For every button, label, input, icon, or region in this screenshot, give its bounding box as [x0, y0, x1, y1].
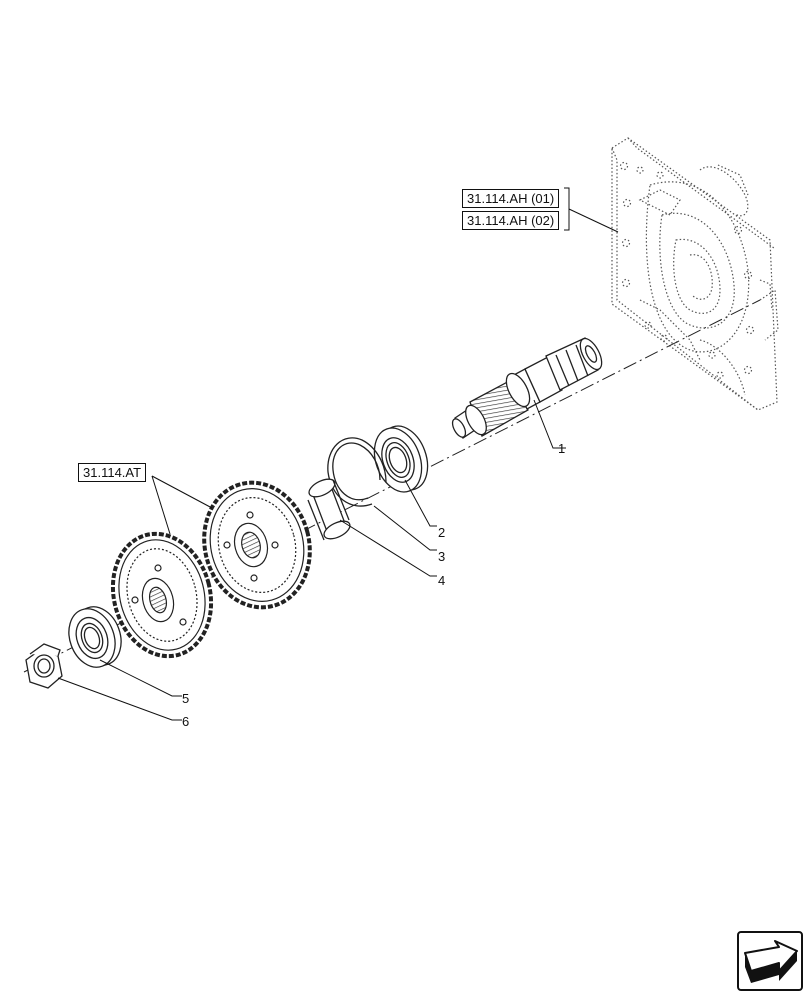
callout-leader-lines	[57, 399, 566, 721]
callout-2: 2	[438, 525, 446, 540]
callout-4: 4	[438, 573, 446, 588]
callout-1: 1	[558, 441, 566, 456]
reference-leader-lines	[151, 187, 619, 535]
spacer-bushing-part-4	[307, 478, 351, 541]
callout-5: 5	[182, 691, 190, 706]
housing-dotted-outline	[611, 137, 779, 411]
bearing-part-5	[68, 606, 122, 668]
snap-ring-part-3	[327, 437, 387, 507]
callout-6: 6	[182, 714, 190, 729]
output-shaft-part-1	[451, 337, 603, 439]
bearing-part-2	[373, 425, 429, 493]
reference-box-housing-1[interactable]: 31.114.AH (01)	[462, 189, 560, 208]
reference-box-housing-2[interactable]: 31.114.AH (02)	[462, 211, 560, 230]
gear-large-rear	[202, 480, 312, 610]
gear-large-front	[110, 531, 214, 659]
next-page-button[interactable]	[737, 931, 803, 991]
hex-nut-part-6	[25, 643, 63, 689]
callout-3: 3	[438, 549, 446, 564]
next-page-arrow-icon	[744, 940, 798, 983]
reference-box-gear[interactable]: 31.114.AT	[78, 463, 147, 482]
